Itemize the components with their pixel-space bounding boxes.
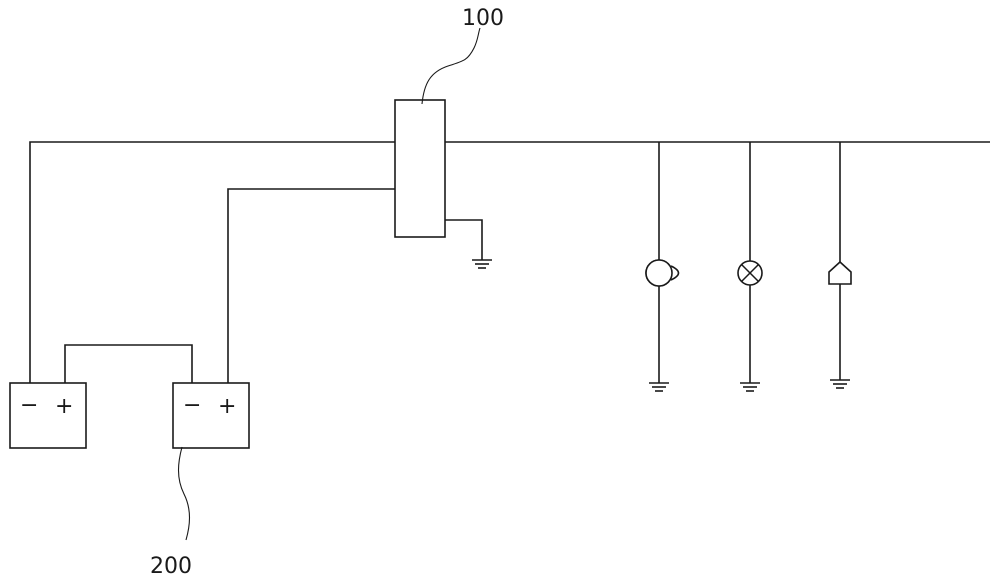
controller-box [394,99,446,238]
sensor-icon [828,260,852,285]
ground-icon [740,382,760,392]
battery-right-negative-sign: − [183,393,201,418]
battery-left [9,382,87,449]
battery-left-positive-sign: + [55,394,73,419]
battery-left-negative-sign: − [20,393,38,418]
ground-icon [649,382,669,392]
ground-icon [472,259,492,269]
battery-link-wire [64,344,193,383]
battery-leader-line [177,446,191,541]
controller-label: 100 [462,6,504,31]
battery-label: 200 [150,554,192,579]
main-bus-wire [29,141,990,383]
battery-feed-wire [227,188,395,383]
controller-ground-wire [445,219,483,260]
controller-leader-line [421,27,481,105]
lamp-icon [737,260,763,286]
horn-icon [645,259,680,287]
battery-right-positive-sign: + [218,394,236,419]
ground-icon [830,379,850,389]
battery-right [172,382,250,449]
